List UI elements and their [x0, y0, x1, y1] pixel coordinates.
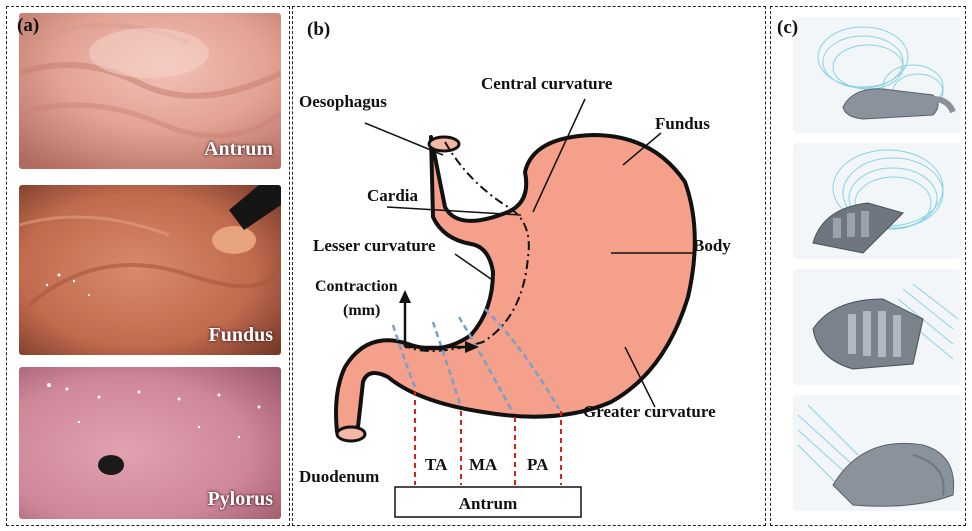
- contraction-label: Contraction: [315, 278, 398, 295]
- fundus-label: Fundus: [655, 114, 710, 133]
- oesophagus-opening: [429, 137, 459, 151]
- soft-robot-ribbed-icon: [793, 143, 961, 259]
- panel-a-label: (a): [17, 15, 39, 37]
- contraction-arrow-up: [399, 290, 411, 303]
- contraction-unit-label: (mm): [343, 302, 380, 319]
- pylorus-caption: Pylorus: [207, 488, 273, 511]
- lesser-curvature-label: Lesser curvature: [313, 236, 436, 255]
- stomach-diagram: (b): [293, 7, 765, 525]
- panel-b-stomach-diagram: (b): [292, 6, 766, 526]
- ma-label: MA: [469, 455, 498, 474]
- soft-robot-tube-icon: [793, 17, 961, 133]
- body-label: Body: [693, 236, 731, 255]
- panel-b-label: (b): [307, 19, 330, 40]
- panel-c-soft-robot-models: (c): [770, 6, 966, 526]
- panel-a-endoscopy-photos: (a) Antrum: [6, 6, 290, 526]
- duodenum-label: Duodenum: [299, 467, 379, 486]
- cardia-label: Cardia: [367, 186, 419, 205]
- pylorus-photo: Pylorus: [19, 367, 281, 519]
- greater-curvature-label: Greater curvature: [583, 402, 716, 421]
- ta-label: TA: [425, 455, 448, 474]
- pa-label: PA: [527, 455, 549, 474]
- oesophagus-label: Oesophagus: [299, 92, 387, 111]
- antrum-box-label: Antrum: [459, 494, 518, 513]
- fundus-photo: Fundus: [19, 185, 281, 355]
- antrum-photo: Antrum: [19, 13, 281, 169]
- soft-robot-cutaway-icon: [793, 269, 961, 385]
- fundus-caption: Fundus: [209, 324, 274, 347]
- antrum-caption: Antrum: [204, 138, 273, 161]
- soft-robot-shell-icon: [793, 395, 961, 511]
- central-curvature-label: Central curvature: [481, 74, 613, 93]
- panel-c-label: (c): [777, 17, 798, 39]
- duodenum-opening: [337, 427, 365, 441]
